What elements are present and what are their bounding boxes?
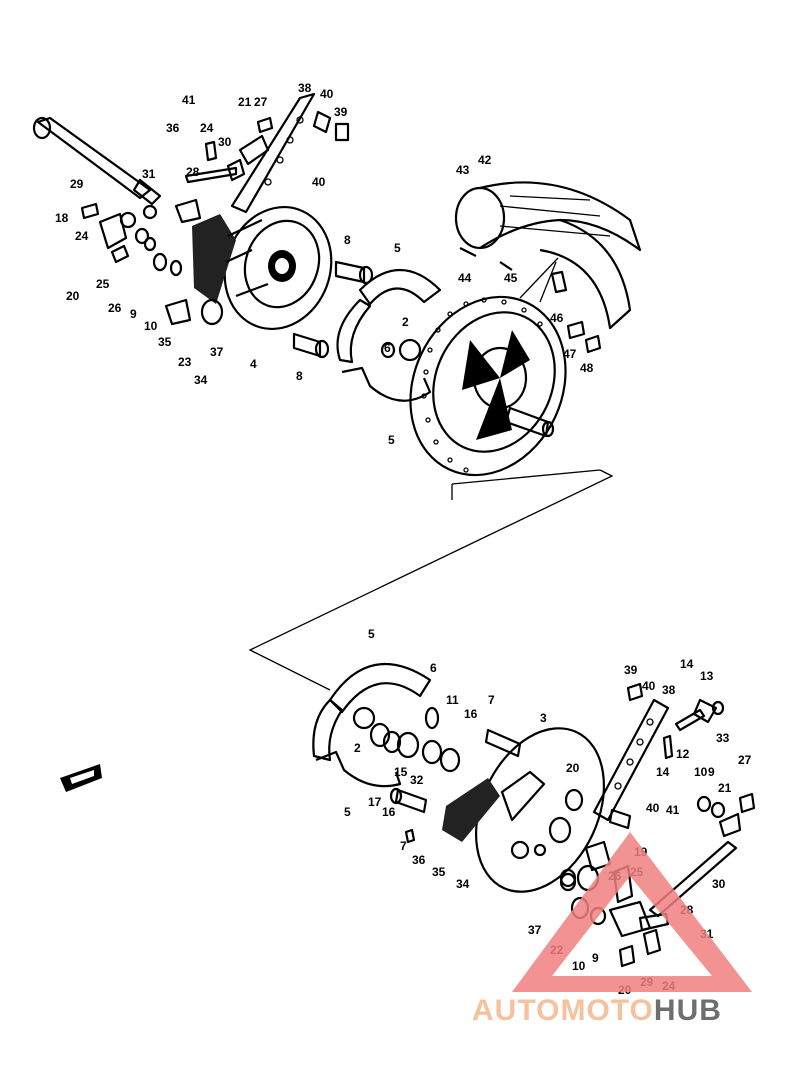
watermark-word-automoto: AUTOMOTO [472, 994, 654, 1027]
rear-callout-10: 10 [694, 765, 708, 779]
rear-callout-5: 5 [344, 805, 351, 819]
front-callout-4: 4 [250, 357, 257, 371]
rear-callout-14: 14 [680, 657, 694, 671]
rear-bearing-parts [369, 706, 522, 814]
brake-rod-part [32, 116, 162, 206]
front-callout-10: 10 [144, 319, 158, 333]
rear-callout-17: 17 [368, 795, 382, 809]
rear-callout-6: 6 [430, 661, 437, 675]
rear-callout-34: 34 [456, 877, 470, 891]
rear-callout-21: 21 [718, 781, 732, 795]
brake-panel-part [192, 205, 333, 331]
rear-callout-16: 16 [464, 707, 478, 721]
front-callout-46: 46 [550, 311, 564, 325]
front-callout-6: 6 [384, 341, 391, 355]
rear-callout-15: 15 [394, 765, 408, 779]
automotohub-watermark: AUTOMOTOHUB [472, 832, 752, 1027]
rear-callout-12: 12 [676, 747, 690, 761]
front-callout-27: 27 [254, 95, 268, 109]
rear-callout-33: 33 [716, 731, 730, 745]
front-callout-31: 31 [142, 167, 156, 181]
front-callout-30: 30 [218, 135, 232, 149]
rear-callout-11: 11 [446, 693, 459, 707]
rear-callout-13: 13 [700, 669, 714, 683]
rear-wheel-assembly [60, 469, 756, 968]
front-callout-25: 25 [96, 277, 110, 291]
front-callout-35: 35 [158, 335, 172, 349]
front-callout-28: 28 [186, 165, 200, 179]
front-callout-48: 48 [580, 361, 594, 375]
bolt-8-parts [292, 260, 374, 359]
watermark-text: AUTOMOTOHUB [472, 994, 722, 1027]
rear-brake-panel-part [442, 727, 606, 893]
rear-callout-40: 40 [642, 679, 656, 693]
front-callout-43: 43 [456, 163, 470, 177]
front-callout-5: 5 [394, 241, 401, 255]
front-wheel-hub-part [409, 295, 567, 477]
front-callout-38: 38 [298, 81, 312, 95]
rear-callout-5: 5 [368, 627, 375, 641]
front-callout-23: 23 [178, 355, 192, 369]
front-callout-45: 45 [504, 271, 518, 285]
rear-callout-2: 2 [354, 741, 361, 755]
front-callout-42: 42 [478, 153, 492, 167]
front-callout-29: 29 [70, 177, 84, 191]
rear-callout-7: 7 [400, 839, 407, 853]
front-callout-47: 47 [563, 347, 577, 361]
rear-brake-shoe-part [312, 662, 432, 788]
rear-callout-40: 40 [646, 801, 660, 815]
front-callout-24: 24 [75, 229, 89, 243]
front-callout-5: 5 [388, 433, 395, 447]
cam-lever-part [174, 92, 350, 224]
rear-callout-30: 30 [712, 877, 726, 891]
front-callout-39: 39 [334, 105, 348, 119]
front-wheel-assembly [32, 92, 642, 500]
rear-callout-37: 37 [528, 923, 542, 937]
rear-callout-35: 35 [432, 865, 446, 879]
front-callout-41: 41 [182, 93, 196, 107]
rear-callout-14: 14 [656, 765, 670, 779]
rear-callout-38: 38 [662, 683, 676, 697]
front-callout-18: 18 [55, 211, 69, 225]
rear-callout-9: 9 [592, 951, 599, 965]
rear-callout-39: 39 [624, 663, 638, 677]
front-callout-44: 44 [458, 271, 472, 285]
front-callout-20: 20 [66, 289, 80, 303]
rear-callout-27: 27 [738, 753, 752, 767]
tire-fender-part [454, 181, 642, 354]
front-callout-8: 8 [344, 233, 351, 247]
rear-callout-9: 9 [708, 765, 715, 779]
front-callout-2: 2 [402, 315, 409, 329]
front-callout-37: 37 [210, 345, 224, 359]
rear-callout-10: 10 [572, 959, 586, 973]
front-callout-40: 40 [320, 87, 334, 101]
front-callout-26: 26 [108, 301, 122, 315]
direction-arrow-icon [60, 764, 102, 792]
front-callout-21: 21 [238, 95, 252, 109]
left-hardware-cluster [80, 202, 192, 326]
brake-shoe-part [336, 269, 442, 402]
rear-callout-20: 20 [566, 761, 580, 775]
rear-callout-32: 32 [410, 773, 424, 787]
rear-callout-36: 36 [412, 853, 426, 867]
front-callout-8: 8 [296, 369, 303, 383]
rear-callout-41: 41 [666, 803, 680, 817]
front-callout-24: 24 [200, 121, 214, 135]
watermark-word-hub: HUB [654, 994, 722, 1027]
rear-rod-part [404, 828, 738, 968]
front-callout-34: 34 [194, 373, 208, 387]
front-callout-36: 36 [166, 121, 180, 135]
rear-cam-lever-part [592, 682, 756, 838]
front-callout-9: 9 [130, 307, 137, 321]
rear-callout-7: 7 [488, 693, 495, 707]
front-callout-40: 40 [312, 175, 326, 189]
rear-callout-3: 3 [540, 711, 547, 725]
rear-callout-16: 16 [382, 805, 396, 819]
watermark-triangle-icon [512, 832, 752, 992]
